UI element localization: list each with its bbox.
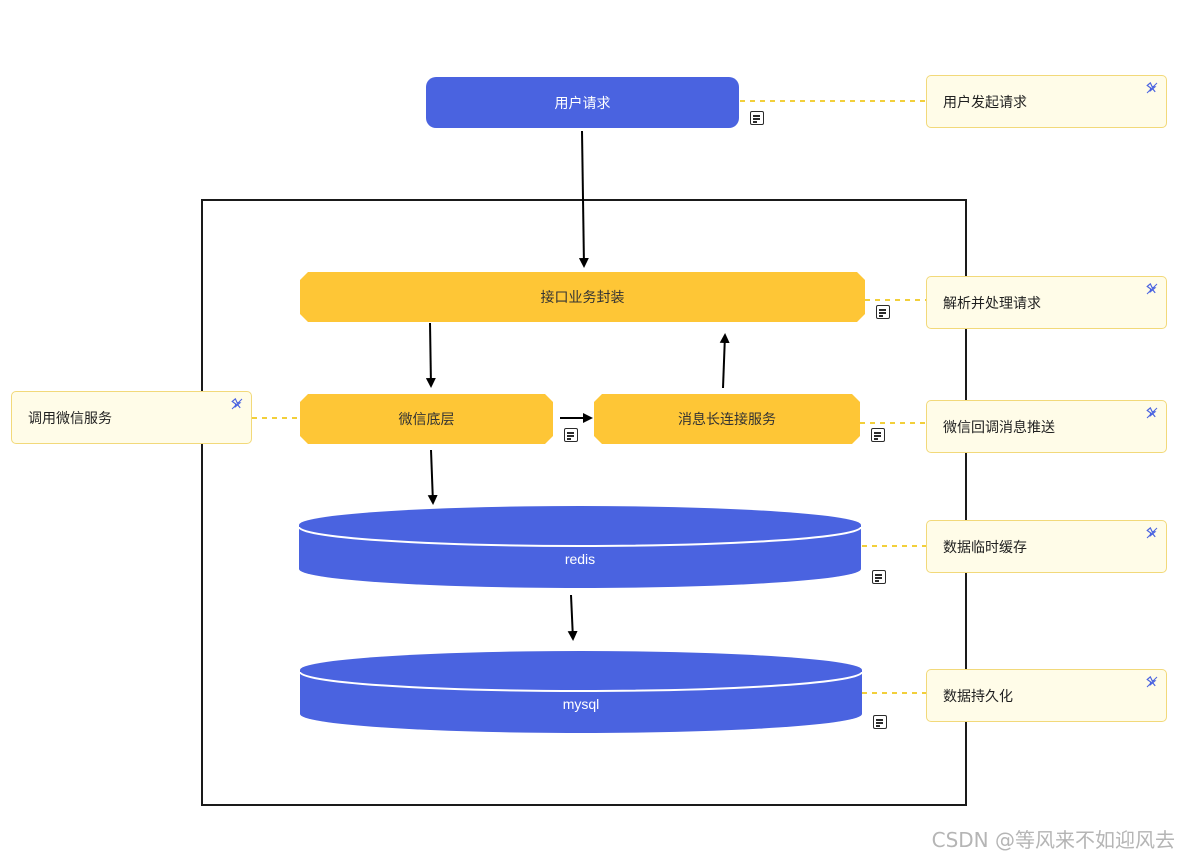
note-api-wrapper-text: 解析并处理请求 <box>943 294 1041 311</box>
pin-icon[interactable] <box>231 398 243 410</box>
document-icon[interactable] <box>872 570 886 584</box>
node-wechat-base[interactable]: 微信底层 <box>300 394 553 444</box>
node-api-wrapper[interactable]: 接口业务封装 <box>300 272 865 322</box>
database-cylinder-icon <box>298 506 862 588</box>
note-msg-push-text: 微信回调消息推送 <box>943 418 1055 435</box>
note-redis-text: 数据临时缓存 <box>943 538 1027 555</box>
document-icon[interactable] <box>750 111 764 125</box>
note-msg-push[interactable]: 微信回调消息推送 <box>926 400 1167 453</box>
node-user-request-label: 用户请求 <box>554 94 611 111</box>
node-api-wrapper-label: 接口业务封装 <box>540 289 625 305</box>
pin-icon[interactable] <box>1146 82 1158 94</box>
node-mysql-label: mysql <box>562 696 600 712</box>
note-wechat-call[interactable]: 调用微信服务 <box>11 391 252 444</box>
watermark: CSDN @等风来不如迎风去 <box>931 828 1175 852</box>
note-wechat-call-text: 调用微信服务 <box>28 409 112 426</box>
document-icon[interactable] <box>871 428 885 442</box>
node-user-request[interactable]: 用户请求 <box>426 77 739 128</box>
note-api-wrapper[interactable]: 解析并处理请求 <box>926 276 1167 329</box>
node-mysql-database[interactable]: mysql <box>299 648 863 734</box>
node-msg-service[interactable]: 消息长连接服务 <box>594 394 860 444</box>
pin-icon[interactable] <box>1146 676 1158 688</box>
node-redis-label: redis <box>564 551 596 567</box>
note-redis[interactable]: 数据临时缓存 <box>926 520 1167 573</box>
pin-icon[interactable] <box>1146 283 1158 295</box>
document-icon[interactable] <box>564 428 578 442</box>
pin-icon[interactable] <box>1146 407 1158 419</box>
note-mysql-text: 数据持久化 <box>943 687 1013 704</box>
document-icon[interactable] <box>873 715 887 729</box>
database-cylinder-icon <box>299 651 863 733</box>
node-wechat-base-label: 微信底层 <box>398 411 455 427</box>
node-msg-service-label: 消息长连接服务 <box>678 411 776 427</box>
note-mysql[interactable]: 数据持久化 <box>926 669 1167 722</box>
pin-icon[interactable] <box>1146 527 1158 539</box>
document-icon[interactable] <box>876 305 890 319</box>
note-user-request[interactable]: 用户发起请求 <box>926 75 1167 128</box>
note-user-request-text: 用户发起请求 <box>943 93 1027 110</box>
node-redis-database[interactable]: redis <box>298 503 862 589</box>
